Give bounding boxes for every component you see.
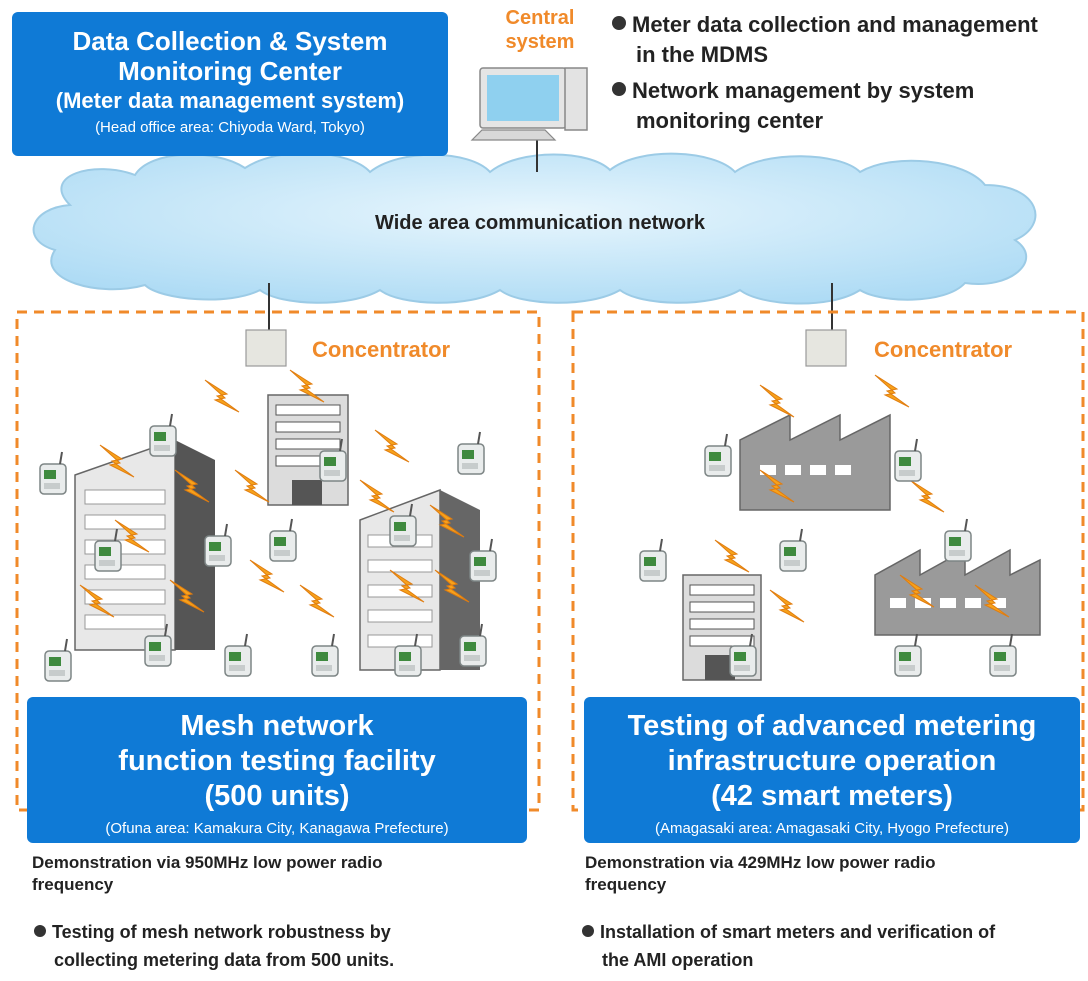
central-bullet-1-line1: Meter data collection and management <box>632 12 1038 37</box>
central-bullet-1-line2: in the MDMS <box>636 42 768 67</box>
head-office-title-line2: Monitoring Center <box>118 56 342 86</box>
central-system-computer-icon <box>470 67 588 141</box>
central-system-label-line1: Central <box>505 7 575 29</box>
office-building-icon <box>267 394 349 506</box>
head-office-location: (Head office area: Chiyoda Ward, Tokyo) <box>95 119 365 136</box>
left-facility-box: Mesh network function testing facility (… <box>27 697 527 843</box>
concentrator-icon <box>805 329 847 367</box>
central-bullet-2-line1: Network management by system <box>632 78 975 103</box>
right-concentrator-label: Concentrator <box>874 337 1013 362</box>
central-bullet-2: Network management by system monitoring … <box>612 76 1082 136</box>
central-bullet-1: Meter data collection and management in … <box>612 10 1082 70</box>
left-facility-location: (Ofuna area: Kamakura City, Kanagawa Pre… <box>105 820 449 837</box>
bullet-dot-icon <box>34 925 46 937</box>
bullet-dot-icon <box>612 82 626 96</box>
left-bottom-line2: collecting metering data from 500 units. <box>54 950 395 970</box>
right-demo-line1: Demonstration via 429MHz low power radio <box>585 853 936 872</box>
left-bottom-bullet: Testing of mesh network robustness by co… <box>34 918 554 974</box>
right-bottom-line1: Installation of smart meters and verific… <box>600 922 996 942</box>
bullet-dot-icon <box>582 925 594 937</box>
right-facility-title-line1: Testing of advanced metering <box>627 710 1037 742</box>
factory-icon <box>739 413 891 511</box>
left-demo-note: Demonstration via 950MHz low power radio… <box>32 852 532 896</box>
right-facility-title-line3: (42 smart meters) <box>711 780 953 812</box>
left-facility-title-line2: function testing facility <box>118 745 436 777</box>
right-facility-box: Testing of advanced metering infrastruct… <box>584 697 1080 843</box>
left-facility-title-line3: (500 units) <box>204 780 350 812</box>
central-system-label: Central system <box>500 6 580 54</box>
left-bottom-line1: Testing of mesh network robustness by <box>52 922 391 942</box>
right-demo-line2: frequency <box>585 875 667 894</box>
head-office-title-line3: (Meter data management system) <box>55 88 405 113</box>
bullet-dot-icon <box>612 16 626 30</box>
network-cloud <box>32 152 1037 305</box>
central-bullet-2-line2: monitoring center <box>636 108 824 133</box>
right-facility-location: (Amagasaki area: Amagasaki City, Hyogo P… <box>654 820 1010 837</box>
left-demo-line1: Demonstration via 950MHz low power radio <box>32 853 383 872</box>
right-bottom-line2: the AMI operation <box>602 950 754 970</box>
head-office-box: Data Collection & System Monitoring Cent… <box>12 12 448 156</box>
network-label: Wide area communication network <box>375 212 705 234</box>
right-demo-note: Demonstration via 429MHz low power radio… <box>585 852 1085 896</box>
factory-icon <box>874 548 1041 636</box>
right-bottom-bullet: Installation of smart meters and verific… <box>582 918 1087 974</box>
right-facility-title-line2: infrastructure operation <box>667 745 997 777</box>
left-facility-title-line1: Mesh network <box>180 710 374 742</box>
concentrator-icon <box>245 329 287 367</box>
left-concentrator-label: Concentrator <box>312 337 451 362</box>
left-demo-line2: frequency <box>32 875 114 894</box>
central-system-label-line2: system <box>505 31 575 53</box>
head-office-title-line1: Data Collection & System <box>72 26 388 56</box>
